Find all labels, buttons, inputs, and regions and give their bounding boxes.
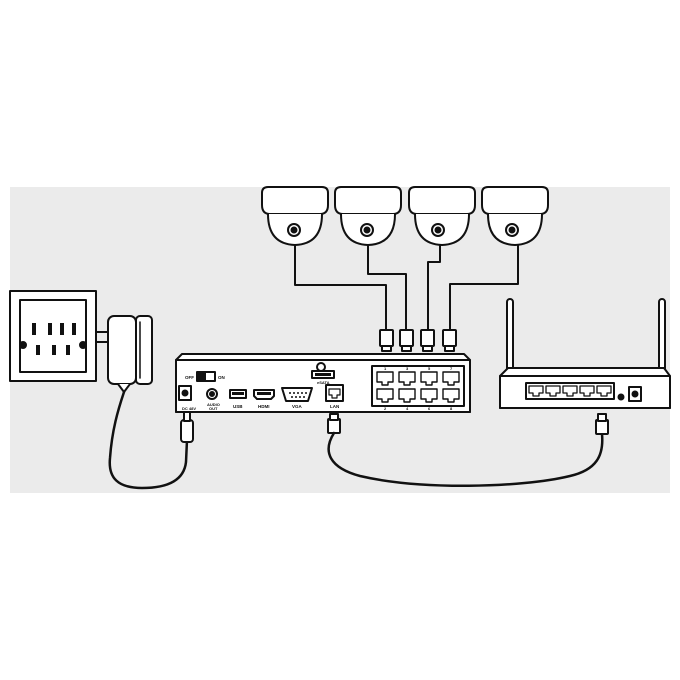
router-lan-plug xyxy=(595,413,609,435)
poe-number-6: 6 xyxy=(428,406,431,411)
dc-plug xyxy=(180,419,194,443)
poe-number-5: 5 xyxy=(428,366,431,371)
power-adapter xyxy=(95,315,153,393)
poe-number-4: 4 xyxy=(406,406,409,411)
camera-2 xyxy=(334,186,402,246)
dc-label: DC 48V xyxy=(182,406,196,411)
camera-1 xyxy=(261,186,329,246)
poe-number-3: 3 xyxy=(406,366,409,371)
camera-cable-3 xyxy=(427,244,441,331)
poe-number-7: 7 xyxy=(450,366,453,371)
lan-cable xyxy=(327,431,604,488)
camera-plug-4 xyxy=(442,329,457,352)
camera-4 xyxy=(481,186,549,246)
audio-label-1: AUDIO xyxy=(207,402,220,407)
switch-on-label: ON xyxy=(218,375,225,380)
camera-2-brand: reolink xyxy=(348,201,365,207)
camera-cable-4 xyxy=(449,244,519,331)
camera-plug-2 xyxy=(399,329,414,352)
esata-label: eSATA xyxy=(317,380,330,385)
camera-4-brand: reolink xyxy=(495,201,512,207)
power-cable xyxy=(108,390,189,490)
poe-number-2: 2 xyxy=(384,406,387,411)
camera-plug-1 xyxy=(379,329,394,352)
audio-label-2: OUT xyxy=(209,406,218,411)
router xyxy=(499,298,671,409)
lan-label: LAN xyxy=(330,404,339,409)
poe-number-8: 8 xyxy=(450,406,453,411)
nvr-lan-plug xyxy=(327,413,341,434)
camera-plug-3 xyxy=(420,329,435,352)
camera-cable-2 xyxy=(367,244,407,331)
vga-port xyxy=(281,387,313,402)
usb-label: USB xyxy=(233,404,243,409)
wall-outlet xyxy=(9,290,97,382)
vga-label: VGA xyxy=(292,404,303,409)
hdmi-label: HDMI xyxy=(258,404,270,409)
camera-3 xyxy=(408,186,476,246)
poe-number-1: 1 xyxy=(384,366,387,371)
camera-cable-1 xyxy=(294,244,387,331)
poe-port-block xyxy=(371,365,465,407)
camera-3-brand: reolink xyxy=(422,201,439,207)
switch-off-label: OFF xyxy=(185,375,194,380)
camera-1-brand: reolink xyxy=(275,201,292,207)
